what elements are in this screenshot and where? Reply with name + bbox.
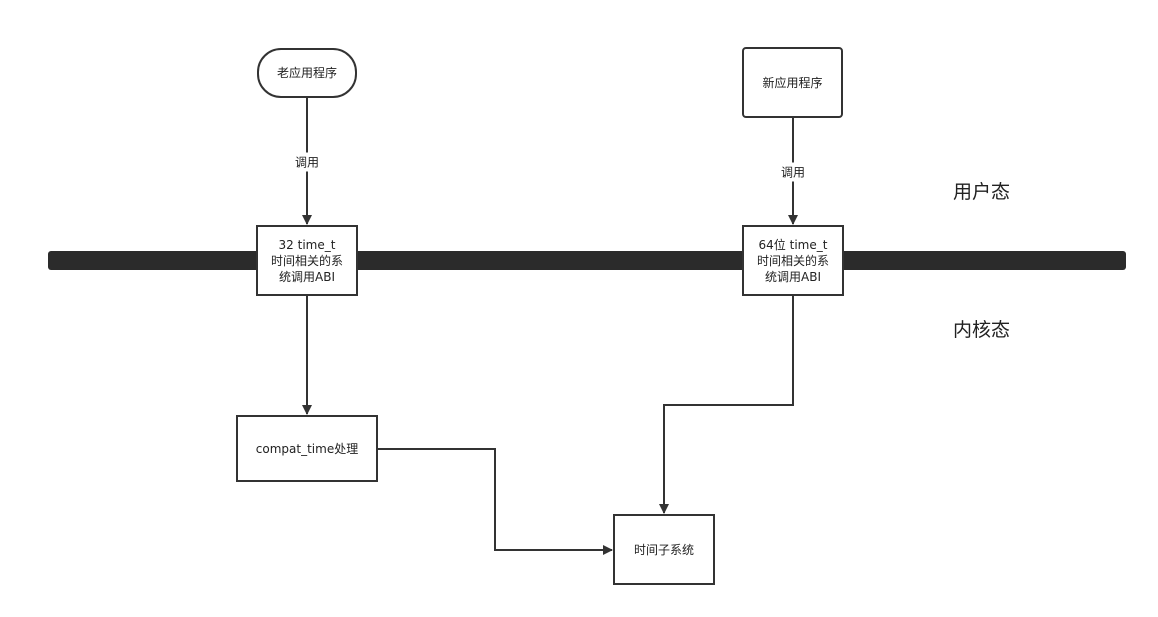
node-compat-time: compat_time处理 [236, 415, 378, 482]
user-kernel-boundary [48, 251, 1126, 270]
zone-label-user-space: 用户态 [953, 181, 1011, 203]
edge-label-old-call: 调用 [292, 152, 322, 172]
edge-compat-time-to-time-subsystem [377, 448, 613, 555]
node-time-subsystem-label: 时间子系统 [633, 542, 694, 557]
node-abi-64-label: 64位 time_t 时间相关的系 统调用ABI [756, 237, 829, 284]
node-new-app-label: 新应用程序 [762, 75, 823, 90]
node-abi-64: 64位 time_t 时间相关的系 统调用ABI [742, 225, 844, 296]
edge-label-new-call: 调用 [778, 162, 808, 182]
node-abi-32-label: 32 time_t 时间相关的系 统调用ABI [270, 237, 343, 284]
node-old-app-label: 老应用程序 [276, 66, 337, 80]
node-time-subsystem: 时间子系统 [613, 514, 715, 585]
node-new-app: 新应用程序 [742, 47, 843, 118]
edge-abi-64-to-time-subsystem [659, 296, 794, 514]
zone-label-kernel-space: 内核态 [953, 319, 1011, 341]
node-old-app: 老应用程序 [257, 48, 357, 98]
node-abi-32: 32 time_t 时间相关的系 统调用ABI [256, 225, 358, 296]
node-compat-time-label: compat_time处理 [255, 441, 359, 456]
